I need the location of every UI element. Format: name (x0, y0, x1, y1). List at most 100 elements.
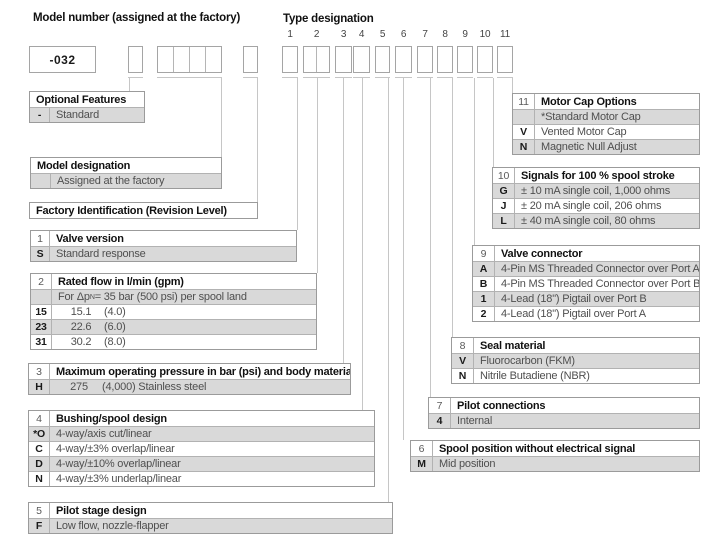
row-key: F (29, 519, 50, 533)
row-key: V (452, 354, 474, 368)
row-text: Nitrile Butadiene (NBR) (480, 370, 590, 382)
connector-line (129, 78, 130, 91)
code-cell (498, 47, 512, 72)
serial-number-box: -032 (29, 46, 96, 73)
row-key: D (29, 457, 50, 471)
row-key: V (513, 125, 535, 139)
row-text: 275(4,000) Stainless steel (50, 380, 350, 394)
row-text: 30.2(8.0) (52, 335, 316, 349)
connector-tick (243, 77, 258, 78)
table-title: Signals for 100 % spool stroke (521, 169, 675, 182)
row-text: Low flow, nozzle-flapper (56, 520, 169, 532)
code-cell (336, 47, 351, 72)
position-label-4: 4 (358, 29, 365, 40)
row-key: - (30, 108, 50, 122)
row-key: 2 (473, 307, 495, 321)
table-number: 8 (452, 338, 474, 353)
connector-line (343, 78, 344, 363)
table-number: 1 (31, 231, 50, 246)
row-text: ± 10 mA single coil, 1,000 ohms (521, 185, 671, 197)
row-key (31, 290, 52, 304)
table-row: N Nitrile Butadiene (NBR) (452, 368, 699, 383)
table-factory-identification: Factory Identification (Revision Level) (29, 202, 258, 219)
row-key (31, 174, 51, 188)
position-label-1: 1 (287, 29, 293, 40)
code-cell (478, 47, 492, 72)
row-text: Standard response (56, 248, 146, 260)
row-key: L (493, 214, 515, 228)
model-box-group (157, 46, 222, 73)
position-label-9: 9 (462, 29, 468, 40)
connector-line (452, 78, 453, 337)
row-text: 4-Pin MS Threaded Connector over Port A (501, 263, 699, 275)
connector-line (221, 78, 222, 157)
code-cell (317, 47, 329, 72)
connector-line (297, 78, 298, 230)
row-key: G (493, 184, 515, 198)
position-label-8: 8 (442, 29, 448, 40)
connector-tick (157, 77, 222, 78)
row-text: Magnetic Null Adjust (541, 141, 637, 153)
code-cell (354, 47, 369, 72)
model-number-title: Model number (assigned at the factory) (33, 12, 241, 24)
row-text: 4-way/axis cut/linear (56, 428, 152, 440)
row-key: B (473, 277, 495, 291)
connector-tick (477, 77, 493, 78)
row-text: Standard (56, 109, 100, 121)
table-title: Valve connector (501, 247, 583, 260)
table-row: B 4-Pin MS Threaded Connector over Port B (473, 276, 699, 291)
connector-line (317, 78, 318, 273)
position-label-7: 7 (422, 29, 428, 40)
row-text: 4-Pin MS Threaded Connector over Port B (501, 278, 699, 290)
connector-tick (303, 77, 330, 78)
connector-line (430, 78, 431, 397)
table-header: Optional Features (30, 92, 144, 107)
row-key: N (452, 369, 474, 383)
type-designation-title: Type designation (283, 13, 374, 25)
row-text: ± 40 mA single coil, 80 ohms (521, 215, 656, 227)
code-cell (438, 47, 452, 72)
row-text: 4-way/±10% overlap/linear (56, 458, 181, 470)
table-header: Model designation (31, 158, 221, 173)
row-text: 4-way/±3% underlap/linear (56, 473, 182, 485)
connector-tick (282, 77, 298, 78)
table-title: Bushing/spool design (56, 412, 167, 425)
table-title: Factory Identification (Revision Level) (36, 204, 227, 217)
table-title: Seal material (480, 339, 546, 352)
code-cell (458, 47, 472, 72)
connector-line (493, 78, 494, 167)
connector-line (388, 78, 389, 502)
connector-tick (417, 77, 433, 78)
table-row: D 4-way/±10% overlap/linear (29, 456, 374, 471)
connector-tick (353, 77, 370, 78)
row-value-secondary: (6.0) (104, 321, 126, 333)
type-box-9 (457, 46, 473, 73)
row-key: 1 (473, 292, 495, 306)
connector-tick (497, 77, 513, 78)
row-text: Mid position (439, 458, 496, 470)
type-box-2 (303, 46, 330, 73)
type-box-3 (335, 46, 352, 73)
code-cell (304, 47, 317, 72)
row-text: 15.1(4.0) (52, 305, 316, 319)
row-value-secondary: (4.0) (104, 306, 126, 318)
row-text: ± 20 mA single coil, 206 ohms (521, 200, 662, 212)
connector-line (403, 78, 404, 440)
model-box-b (243, 46, 258, 73)
type-box-10 (477, 46, 493, 73)
